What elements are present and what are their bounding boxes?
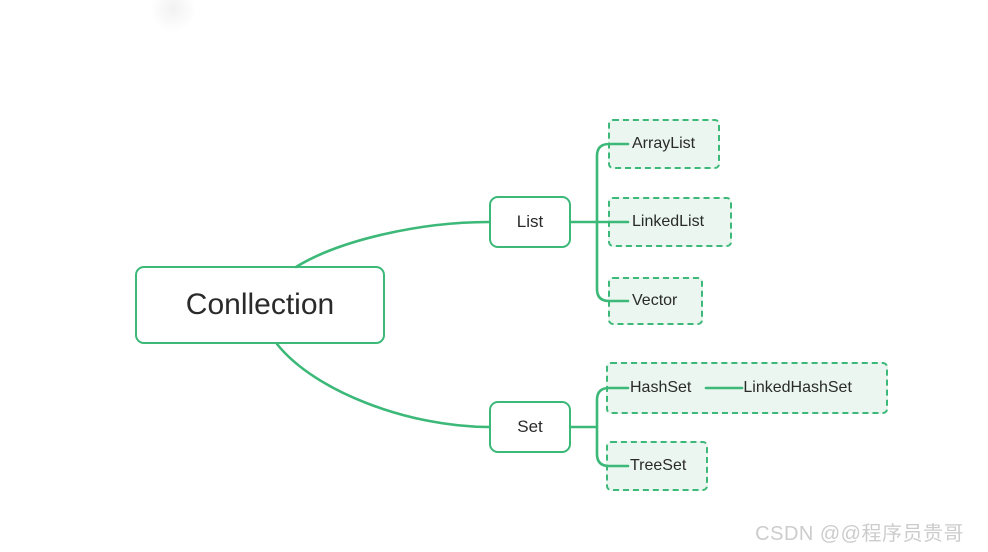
node-hashset-group[interactable]: HashSet LinkedHashSet bbox=[606, 362, 888, 414]
connector-root-to-list bbox=[294, 220, 491, 269]
node-linkedlist-label: LinkedList bbox=[632, 213, 705, 230]
node-set-label: Set bbox=[517, 417, 543, 436]
node-arraylist-label: ArrayList bbox=[632, 135, 696, 152]
node-collection[interactable]: Conllection bbox=[135, 266, 385, 344]
faint-artifact-dot bbox=[150, 0, 196, 32]
node-treeset-label: TreeSet bbox=[630, 457, 687, 474]
watermark: CSDN @@程序员贵哥 bbox=[755, 523, 964, 545]
node-vector-label: Vector bbox=[632, 292, 678, 309]
node-list[interactable]: List bbox=[489, 196, 571, 248]
node-list-label: List bbox=[516, 212, 544, 231]
node-arraylist[interactable]: ArrayList bbox=[608, 119, 720, 169]
node-vector[interactable]: Vector bbox=[608, 277, 703, 325]
node-hashset-label: HashSet bbox=[630, 379, 692, 396]
node-linkedhashset-label: LinkedHashSet bbox=[743, 379, 852, 396]
node-linkedlist[interactable]: LinkedList bbox=[608, 197, 732, 247]
connector-root-to-set bbox=[275, 342, 491, 429]
node-treeset[interactable]: TreeSet bbox=[606, 441, 708, 491]
node-collection-label: Conllection bbox=[185, 288, 335, 321]
node-set[interactable]: Set bbox=[489, 401, 571, 453]
